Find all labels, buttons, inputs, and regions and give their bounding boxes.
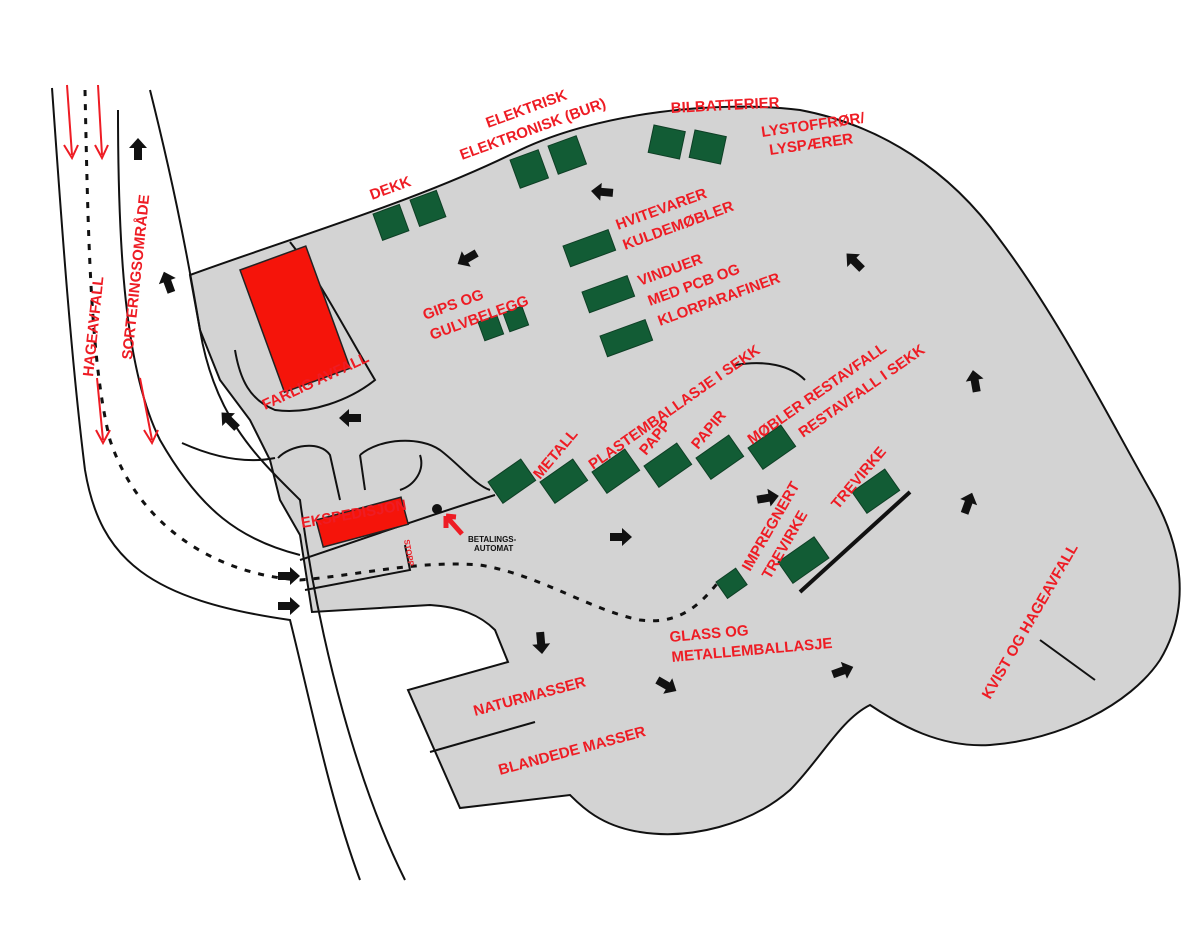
ekspedisjon-building xyxy=(315,496,410,548)
inner-loop-1 xyxy=(277,444,341,501)
trevirke-fence xyxy=(798,490,912,594)
containers xyxy=(372,124,901,600)
external-road-inner xyxy=(117,109,301,556)
inner-loop-2 xyxy=(359,439,491,491)
road-right-edge xyxy=(149,89,406,881)
sorting-divider xyxy=(734,362,806,381)
masser-divider xyxy=(429,721,536,753)
direction-arrows xyxy=(129,138,984,694)
farlig-avfall-loop xyxy=(234,241,377,412)
inner-loop-4 xyxy=(399,454,423,491)
label-betalings: BETALINGS- xyxy=(468,535,517,544)
label-bilbatterier: BILBATTERIER xyxy=(670,94,780,117)
payment-machine-pointer xyxy=(443,513,464,536)
main-site-area xyxy=(188,105,1181,836)
inner-loop-3 xyxy=(359,454,366,491)
external-road-outer xyxy=(51,87,361,881)
payment-machine-dot xyxy=(432,504,442,514)
road-label-hageavfall: HAGEAVFALL xyxy=(80,276,107,378)
inner-road-edge xyxy=(181,442,276,462)
building-divider xyxy=(304,544,412,591)
label-glass-og: GLASS OG xyxy=(669,622,749,646)
dashed-lane xyxy=(83,89,722,623)
label-automat: AUTOMAT xyxy=(474,544,513,553)
kvist-divider xyxy=(1039,639,1096,681)
red-road-arrows xyxy=(63,84,159,446)
farlig-avfall-building xyxy=(239,245,352,394)
